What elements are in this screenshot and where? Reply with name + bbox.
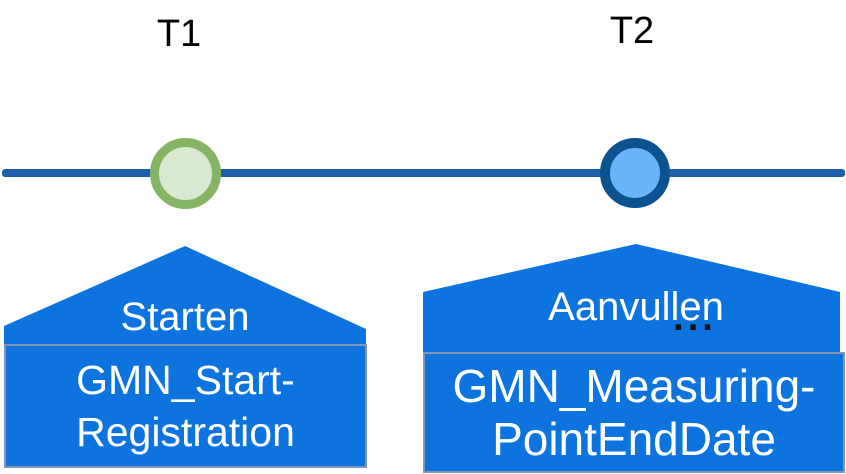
time-label-t1: T1 <box>156 13 202 55</box>
action-label-aanvullen: Aanvullen <box>548 285 724 329</box>
time-label-t2: T2 <box>609 10 655 52</box>
message-box-t2-line2: PointEndDate <box>492 412 776 465</box>
message-box-t1-line2: Registration <box>76 409 295 455</box>
action-label-starten: Starten <box>120 295 250 339</box>
message-box-t1-line1: GMN_Start- <box>76 357 295 403</box>
message-box-t2: GMN_Measuring- PointEndDate <box>423 352 845 473</box>
timeline-line <box>2 169 845 177</box>
callout-roof-t2 <box>423 244 840 354</box>
message-box-t2-line1: GMN_Measuring- <box>452 359 816 412</box>
callout-roof-t1 <box>4 246 366 346</box>
event-marker-t2-circle <box>600 138 670 208</box>
ellipsis-dots: ... <box>673 297 717 339</box>
event-marker-t1-circle <box>150 138 221 209</box>
message-box-t1: GMN_Start- Registration <box>4 344 367 468</box>
